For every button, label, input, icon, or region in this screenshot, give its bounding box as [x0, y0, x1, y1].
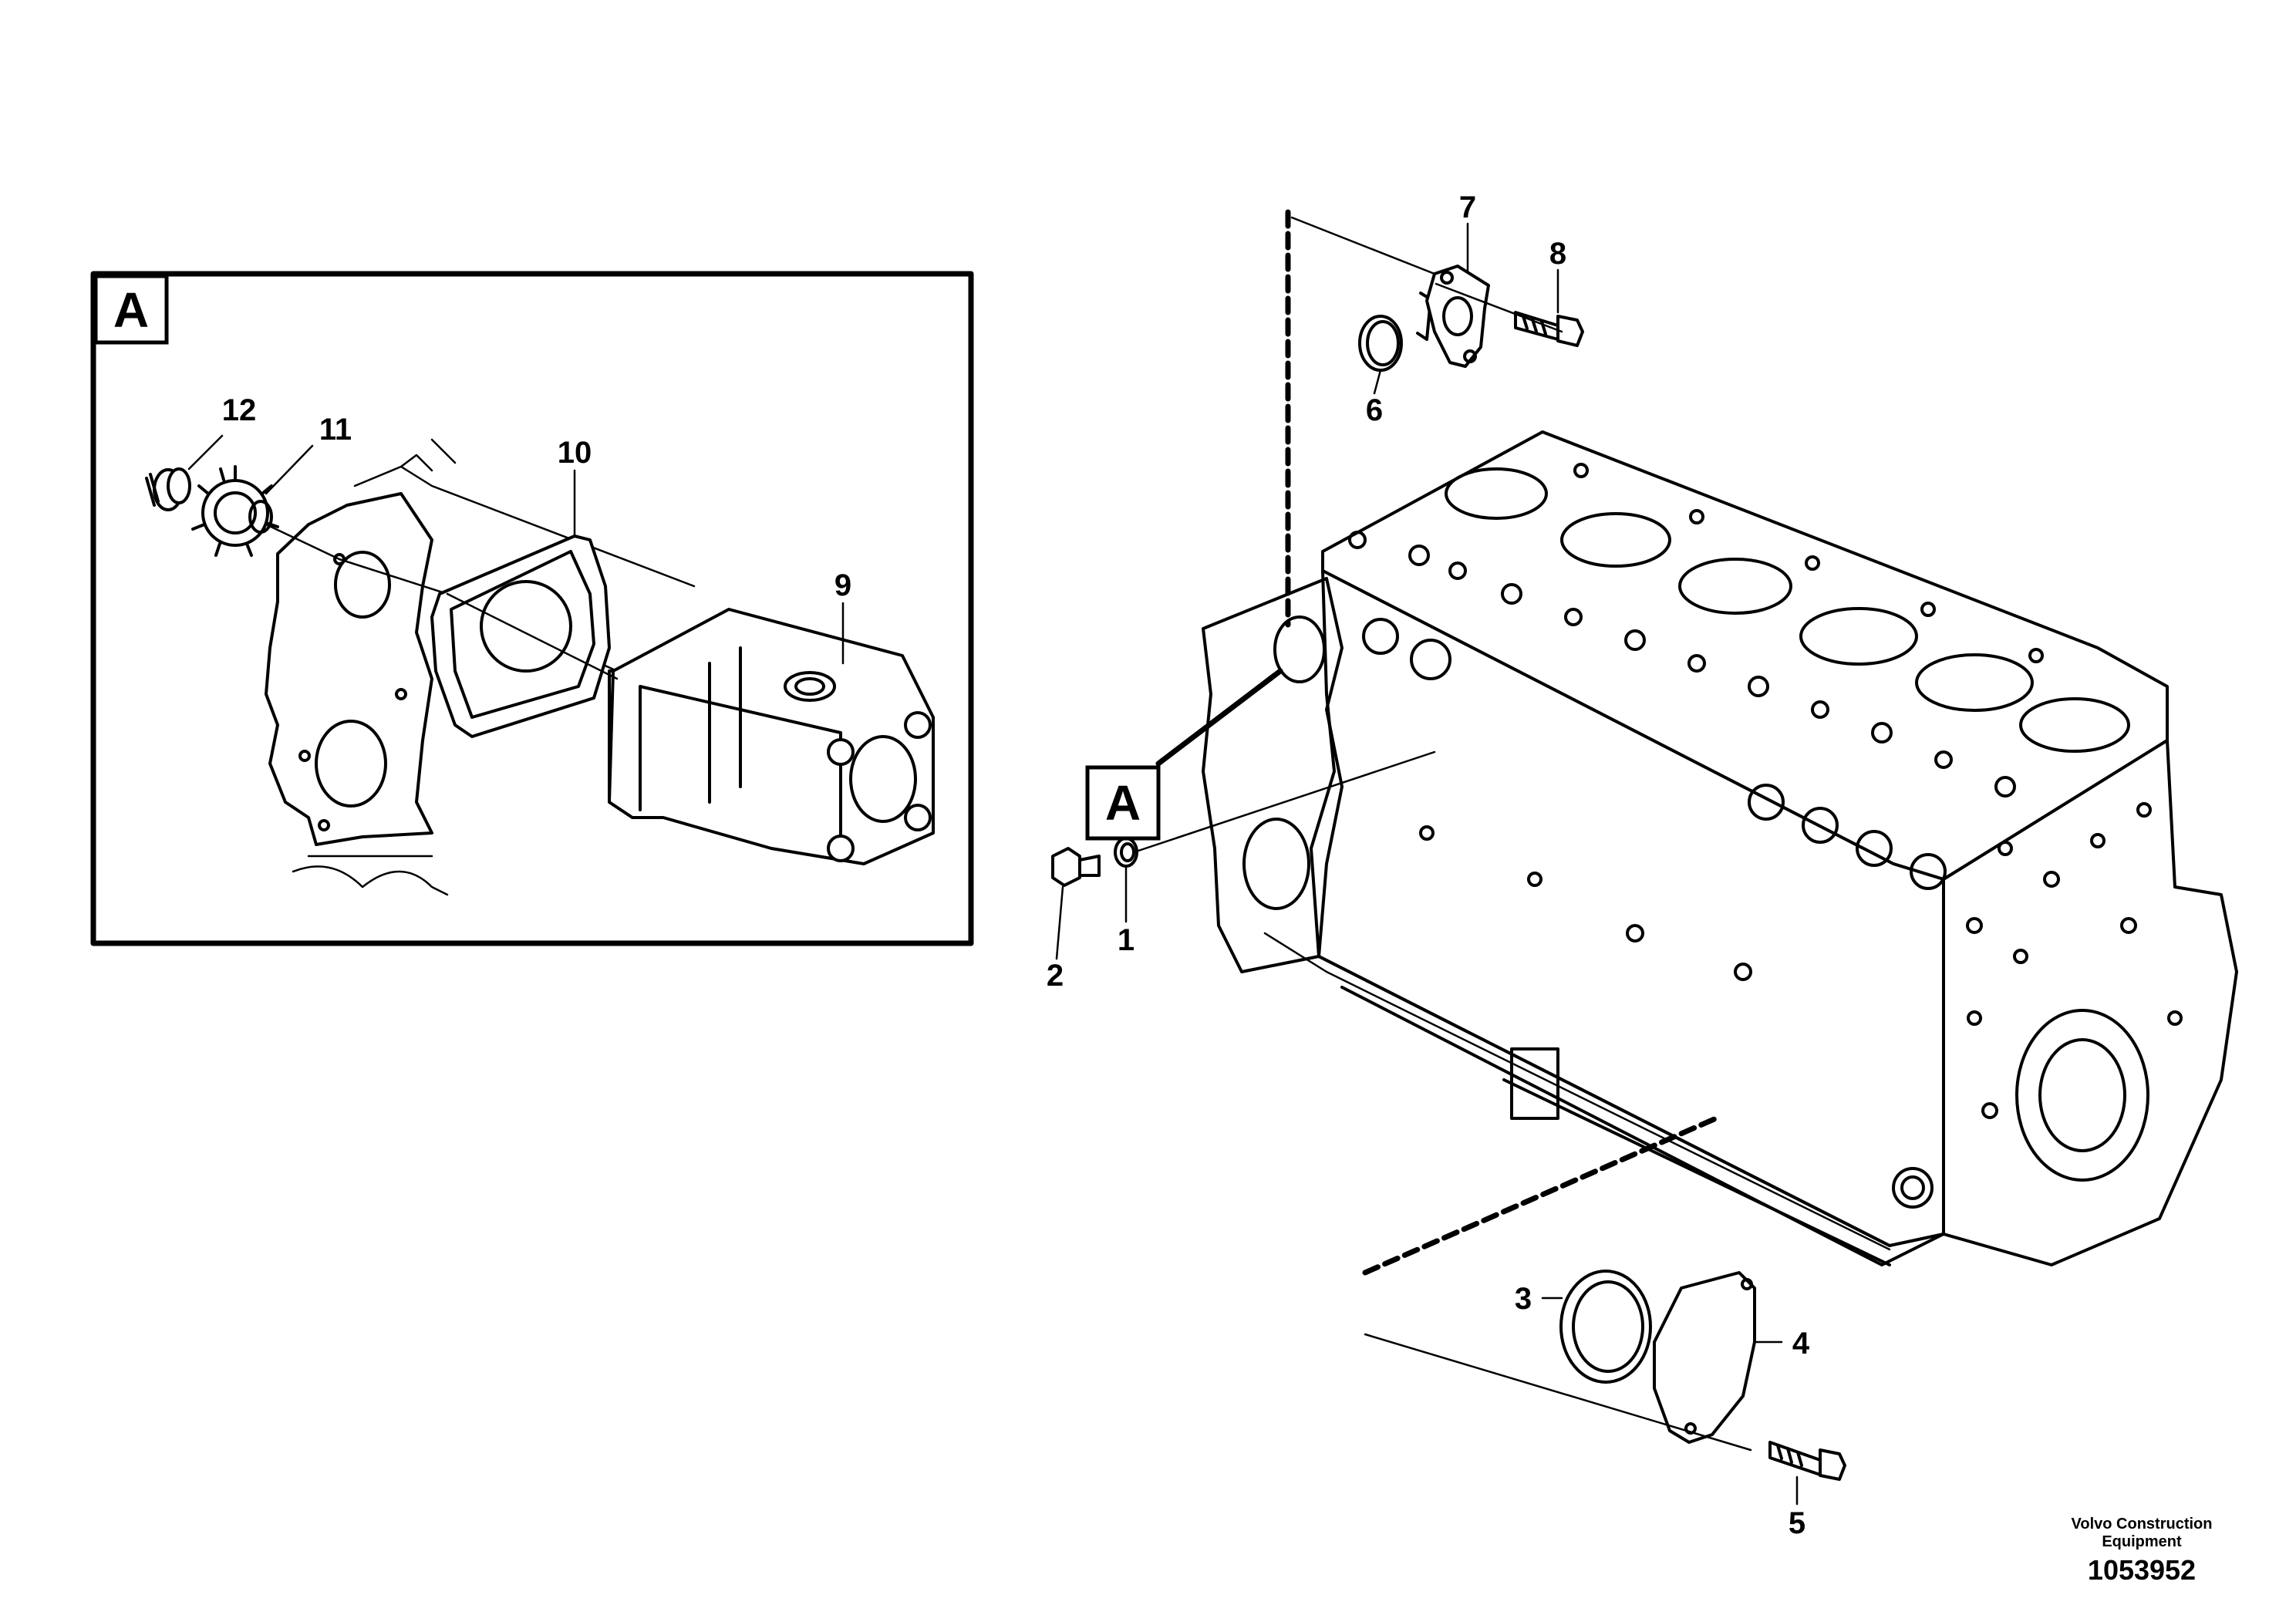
part-label-6: 6 — [1366, 393, 1383, 427]
publisher-line-2: Equipment — [2102, 1533, 2182, 1550]
part-label-3: 3 — [1515, 1282, 1532, 1316]
callout-pointer — [1155, 668, 1283, 767]
part-label-8: 8 — [1549, 237, 1566, 271]
timing-cover-plate — [265, 492, 433, 846]
part-6-o-ring — [1358, 292, 1432, 372]
part-label-7: 7 — [1459, 191, 1476, 224]
part-5-bolt — [1768, 1441, 1846, 1481]
detail-view-letter-box — [93, 274, 169, 345]
reference-dash-lines — [1285, 209, 1719, 1276]
part-label-5: 5 — [1789, 1506, 1805, 1540]
part-label-11: 11 — [319, 413, 352, 447]
detail-view-frame — [90, 271, 974, 946]
detail-view-a: A — [90, 271, 974, 946]
part-4-cover — [1653, 1271, 1756, 1444]
publisher-line-1: Volvo Construction — [2071, 1516, 2213, 1533]
publisher-name: Volvo Construction Equipment — [2041, 1516, 2242, 1551]
assembly-lines — [1132, 216, 1891, 1452]
callout-view-letter-box — [1085, 765, 1161, 841]
part-label-2: 2 — [1047, 959, 1064, 993]
part-2-plug — [1051, 847, 1101, 887]
part-9-hydraulic-pump — [608, 608, 935, 865]
part-10-gasket — [430, 534, 611, 738]
detail-view-letter: A — [113, 282, 149, 338]
leader-lines — [187, 222, 1799, 1506]
callout-view-letter: A — [1105, 775, 1141, 831]
part-3-seal-ring — [1559, 1270, 1652, 1384]
part-8-bolt — [1514, 311, 1584, 347]
drawing-number: 1053952 — [2087, 1554, 2197, 1586]
part-12-spacer — [145, 467, 191, 511]
part-label-1: 1 — [1118, 923, 1135, 957]
part-label-9: 9 — [834, 568, 851, 602]
detail-assembly-line-2 — [446, 592, 619, 680]
part-11-gear — [191, 465, 279, 557]
part-label-10: 10 — [558, 436, 592, 470]
detail-engine-background — [292, 438, 696, 896]
part-7-flange-cover — [1425, 265, 1490, 368]
part-label-12: 12 — [222, 393, 257, 427]
part-label-4: 4 — [1792, 1327, 1810, 1361]
engine-block — [1202, 430, 2238, 1266]
